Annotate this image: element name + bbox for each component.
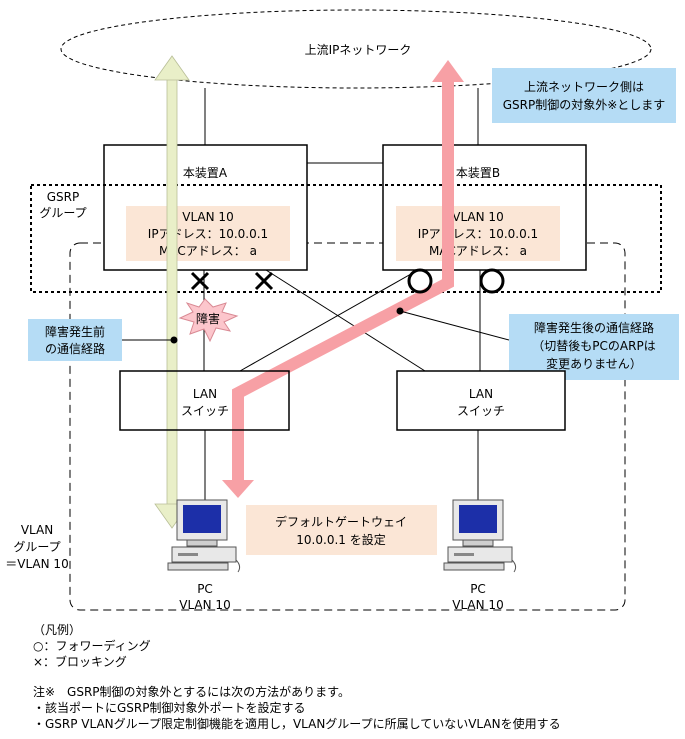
vlan-group-label-line1: VLAN (21, 523, 53, 537)
lan-switch-left-box (119, 370, 290, 431)
gsrp-group-label-line2: グループ (39, 206, 86, 220)
lan-switch-left-label-line1: LAN (193, 387, 217, 401)
after-failure-path-arrow (222, 60, 464, 498)
pc-right-label-line2: VLAN 10 (452, 598, 503, 612)
failure-burst-icon (178, 298, 239, 343)
legend-title: （凡例） (33, 623, 82, 637)
pc-left-label-line1: PC (197, 582, 213, 596)
pc-right-label-line1: PC (470, 582, 486, 596)
lan-switch-left-label-line2: スイッチ (181, 404, 229, 418)
before-path-note-box (28, 319, 122, 361)
device-b-info-vlan: VLAN 10 (452, 210, 503, 224)
device-a-info-mac: MACアドレス： a (159, 244, 257, 258)
lan-switch-right-box (396, 370, 566, 431)
device-a-info-box (126, 206, 290, 261)
vlan-group-boundary (69, 242, 626, 611)
default-gateway-line2: 10.0.0.1 を設定 (296, 532, 385, 547)
device-a-info-ip: IPアドレス：10.0.0.1 (148, 227, 268, 241)
footnote-line: ・GSRP VLANグループ限定制御機能を適用し，VLANグループに所属していな… (33, 717, 561, 731)
footnote-line: 注※ GSRP制御の対象外とするには次の方法があります。 (33, 685, 350, 699)
after-path-note-line2: （切替後もPCのARPは (532, 339, 655, 353)
upstream-network-label: 上流IPネットワーク (305, 43, 412, 57)
device-b-info-ip: IPアドレス：10.0.0.1 (418, 227, 538, 241)
footnote: 注※ GSRP制御の対象外とするには次の方法があります。 ・該当ポートにGSRP… (33, 684, 561, 732)
footnote-line: ・該当ポートにGSRP制御対象外ポートを設定する (33, 701, 306, 715)
pc-left-icon (167, 499, 241, 573)
device-b-info-box (396, 206, 560, 261)
before-failure-path-arrow (154, 55, 190, 529)
device-b-title: 本装置B (456, 166, 500, 180)
pc-right-icon (443, 499, 517, 573)
before-path-leader-dot (170, 336, 178, 344)
after-path-note-line3: 変更ありません） (546, 356, 642, 371)
upstream-note-line2: GSRP制御の対象外※とします (503, 97, 666, 112)
default-gateway-line1: デフォルトゲートウェイ (275, 514, 407, 529)
connection-lines (203, 88, 481, 500)
gsrp-group-boundary (30, 184, 662, 293)
before-path-note-line2: の通信経路 (45, 341, 105, 356)
upstream-note-box (492, 68, 676, 123)
before-path-note-line1: 障害発生前 (45, 324, 105, 339)
pc-left-label-line2: VLAN 10 (179, 598, 230, 612)
after-path-leader-dot (396, 307, 404, 315)
blocking-mark-icon (190, 271, 274, 291)
legend-item-forwarding: ○：フォワーディング (33, 639, 151, 653)
default-gateway-box (246, 505, 437, 555)
forwarding-mark-icon (407, 268, 433, 294)
forwarding-mark-icon (479, 268, 505, 294)
vlan-group-label-line3: ＝VLAN 10 (5, 557, 68, 571)
lan-switch-right-label-line1: LAN (469, 387, 493, 401)
legend-item-blocking: ×：ブロッキング (33, 655, 127, 669)
vlan-group-label-line2: グループ (13, 540, 60, 554)
device-a-info-vlan: VLAN 10 (182, 210, 233, 224)
after-path-note-box (509, 314, 679, 380)
lan-switch-right-label-line2: スイッチ (457, 404, 505, 418)
legend: （凡例） ○：フォワーディング ×：ブロッキング (33, 622, 151, 670)
gsrp-group-label-line1: GSRP (47, 190, 80, 204)
upstream-note-line1: 上流ネットワーク側は (524, 80, 644, 94)
after-path-note-line1: 障害発生後の通信経路 (534, 320, 654, 335)
failure-label: 障害 (196, 311, 220, 326)
device-a-title: 本装置A (183, 166, 228, 180)
after-path-leader (399, 310, 510, 341)
